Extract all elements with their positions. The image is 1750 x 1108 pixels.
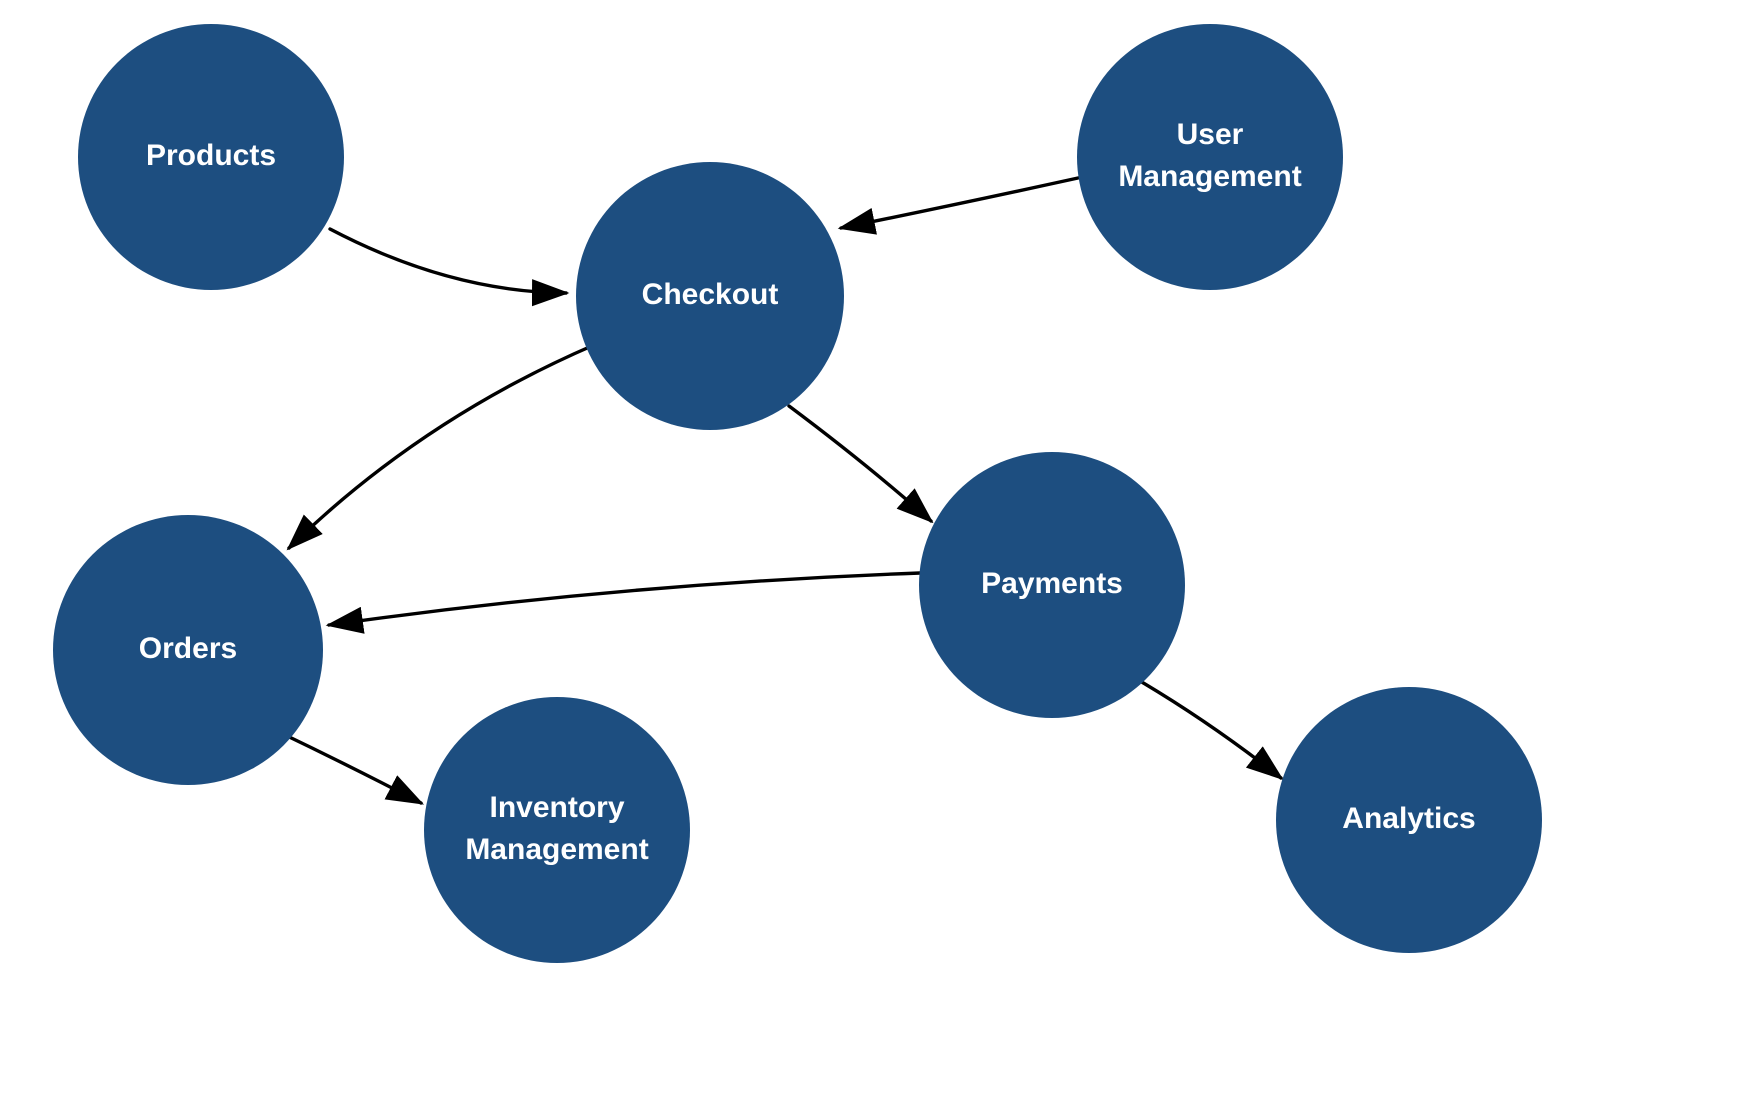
nodes-layer: ProductsUserManagementCheckoutOrdersPaym… xyxy=(53,24,1542,963)
node-label-checkout: Checkout xyxy=(642,278,779,311)
node-checkout[interactable]: Checkout xyxy=(576,162,844,430)
node-label-analytics: Analytics xyxy=(1342,802,1475,835)
edge-payments-to-analytics xyxy=(1133,676,1284,781)
node-payments[interactable]: Payments xyxy=(919,452,1185,718)
edges-layer xyxy=(279,176,1284,805)
node-circle-products[interactable] xyxy=(78,24,344,290)
node-orders[interactable]: Orders xyxy=(53,515,323,785)
node-circle-orders[interactable] xyxy=(53,515,323,785)
node-analytics[interactable]: Analytics xyxy=(1276,687,1542,953)
node-circle-inventory-management[interactable] xyxy=(424,697,690,963)
edge-user-management-to-checkout xyxy=(837,176,1080,235)
node-label-user-management: Management xyxy=(1118,160,1301,193)
node-circle-checkout[interactable] xyxy=(576,162,844,430)
edge-products-to-checkout xyxy=(328,227,570,307)
node-circle-analytics[interactable] xyxy=(1276,687,1542,953)
node-label-user-management: User xyxy=(1177,118,1244,151)
edge-orders-to-inventory-management xyxy=(279,731,425,805)
node-label-inventory-management: Management xyxy=(465,833,648,866)
edge-payments-to-orders xyxy=(325,571,922,634)
node-label-inventory-management: Inventory xyxy=(489,791,624,824)
edge-checkout-to-orders xyxy=(286,343,596,551)
node-label-orders: Orders xyxy=(139,632,237,665)
node-circle-user-management[interactable] xyxy=(1077,24,1343,290)
node-products[interactable]: Products xyxy=(78,24,344,290)
node-label-products: Products xyxy=(146,139,276,172)
node-label-payments: Payments xyxy=(981,567,1123,600)
edge-checkout-to-payments xyxy=(787,404,934,524)
node-circle-payments[interactable] xyxy=(919,452,1185,718)
